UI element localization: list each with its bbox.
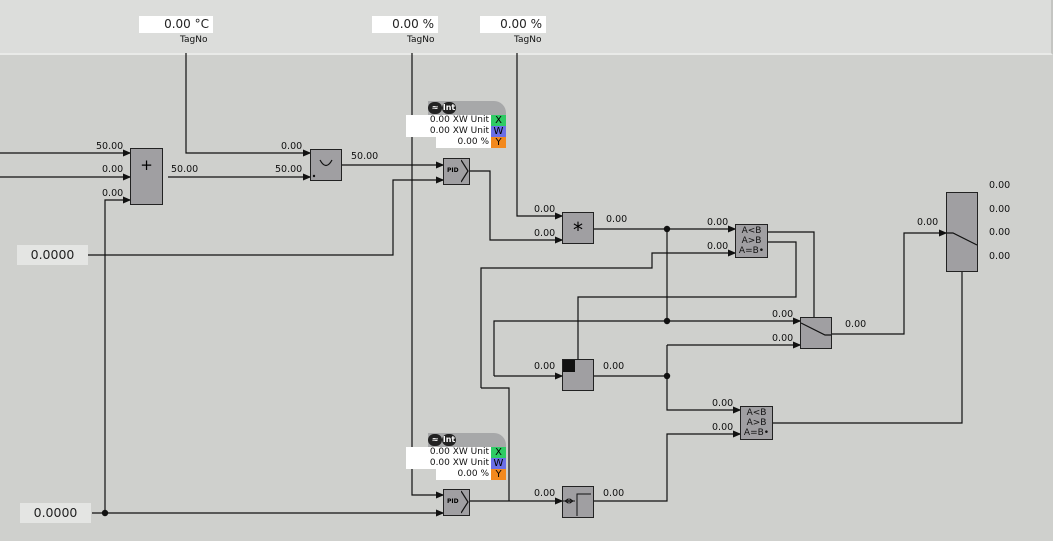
- comparator2-line-eq: A=B•: [743, 428, 770, 438]
- tag-temperature-label: TagNo: [180, 35, 208, 45]
- switch-out-value: 0.00: [845, 319, 867, 330]
- multiplexer-out4-value: 0.00: [989, 251, 1011, 262]
- comparator1-in1-value: 0.00: [707, 217, 729, 228]
- adder-block[interactable]: +: [130, 148, 163, 205]
- junction-dot: [663, 317, 671, 325]
- multiplexer-out1-value: 0.00: [989, 180, 1011, 191]
- switch-block[interactable]: [800, 317, 832, 349]
- asterisk-icon: *: [573, 218, 583, 242]
- multiplier-out-value: 0.00: [606, 214, 628, 225]
- hold-in-value: 0.00: [534, 361, 556, 372]
- switch-in1-value: 0.00: [772, 309, 794, 320]
- pid1-y-value: 0.00 %: [436, 137, 491, 148]
- wire: [768, 231, 815, 318]
- wire: [577, 241, 797, 360]
- pid2-faceplate[interactable]: ≈ Int 0.00 XW Unit X 0.00 XW Unit W 0.00…: [406, 433, 506, 481]
- junction-dot: [663, 372, 671, 380]
- wire: [493, 317, 802, 376]
- wire: [832, 229, 948, 335]
- constant-input-2[interactable]: 0.0000: [20, 503, 91, 523]
- wire: [594, 430, 742, 502]
- multiplier-block[interactable]: *: [562, 212, 594, 244]
- pid2-y-tag: Y: [491, 469, 506, 480]
- comparator1-in2-value: 0.00: [707, 241, 729, 252]
- pid2-w-tag: W: [491, 458, 506, 469]
- junction-dot: [663, 225, 671, 233]
- wire: [104, 196, 132, 513]
- selector-in1-value: 0.00: [281, 141, 303, 152]
- wire: [666, 345, 742, 414]
- multiplexer-out3-value: 0.00: [989, 227, 1011, 238]
- adder-out-value: 50.00: [171, 164, 199, 175]
- wire: [480, 249, 737, 388]
- hold-indicator-icon: [563, 360, 575, 372]
- tag-percent-1-label: TagNo: [407, 35, 435, 45]
- selector-in2-value: 50.00: [275, 164, 303, 175]
- step-in-value: 0.00: [534, 488, 556, 499]
- multiplexer-switch-icon: [947, 232, 978, 246]
- int-mode-icon[interactable]: Int: [442, 434, 456, 446]
- tag-percent-1-value[interactable]: 0.00 %: [372, 16, 438, 33]
- pid2-x-value: 0.00 XW Unit: [406, 447, 491, 458]
- wire: [411, 53, 445, 499]
- pid1-w-value: 0.00 XW Unit: [406, 126, 491, 137]
- pid2-x-tag: X: [491, 447, 506, 458]
- hold-out-value: 0.00: [603, 361, 625, 372]
- step-out-value: 0.00: [603, 488, 625, 499]
- hand-icon[interactable]: ≈: [428, 434, 442, 446]
- pid1-y-tag: Y: [491, 137, 506, 148]
- int-mode-icon[interactable]: Int: [442, 102, 456, 114]
- adder-in3-value: 0.00: [102, 188, 124, 199]
- comparator1-line-gt: A>B: [741, 236, 762, 246]
- switch-icon: [800, 322, 831, 336]
- tag-percent-2-label: TagNo: [514, 35, 542, 45]
- pid-arrow-icon: [461, 490, 469, 514]
- pid1-faceplate[interactable]: ≈ Int 0.00 XW Unit X 0.00 XW Unit W 0.00…: [406, 101, 506, 149]
- step-block[interactable]: [562, 486, 594, 518]
- pid1-label: PID: [447, 167, 459, 174]
- wire: [516, 53, 564, 220]
- multiplier-in1-value: 0.00: [534, 204, 556, 215]
- selector-block[interactable]: [310, 149, 342, 181]
- comparator2-in2-value: 0.00: [712, 422, 734, 433]
- adder-in2-value: 0.00: [102, 164, 124, 175]
- wire: [773, 271, 963, 424]
- pid1-block[interactable]: PID: [443, 158, 470, 185]
- pid2-label: PID: [447, 498, 459, 505]
- multiplexer-block[interactable]: [946, 192, 978, 272]
- multiplexer-in-value: 0.00: [917, 217, 939, 228]
- multiplier-in2-value: 0.00: [534, 228, 556, 239]
- hand-icon[interactable]: ≈: [428, 102, 442, 114]
- comparator2-block[interactable]: A<B A>B A=B•: [740, 406, 773, 440]
- comparator1-line-eq: A=B•: [738, 246, 765, 256]
- pid1-x-value: 0.00 XW Unit: [406, 115, 491, 126]
- wire: [185, 53, 312, 157]
- wire: [88, 176, 445, 256]
- pid-arrow-icon: [461, 159, 469, 183]
- comparator2-line-lt: A<B: [746, 408, 767, 418]
- pid2-block[interactable]: PID: [443, 489, 470, 516]
- pid1-x-tag: X: [491, 115, 506, 126]
- curve-icon: [312, 159, 333, 178]
- multiplexer-out2-value: 0.00: [989, 204, 1011, 215]
- switch-in2-value: 0.00: [772, 333, 794, 344]
- tag-temperature-value[interactable]: 0.00 °C: [139, 16, 213, 33]
- pid1-w-tag: W: [491, 126, 506, 137]
- constant-input-1[interactable]: 0.0000: [17, 245, 88, 265]
- hold-block[interactable]: [562, 359, 594, 391]
- adder-in1-value: 50.00: [96, 141, 124, 152]
- step-icon: [563, 493, 591, 516]
- comparator1-line-lt: A<B: [741, 226, 762, 236]
- wire: [481, 387, 510, 501]
- wire: [470, 170, 564, 244]
- pid2-w-value: 0.00 XW Unit: [406, 458, 491, 469]
- tag-percent-2-value[interactable]: 0.00 %: [480, 16, 546, 33]
- comparator2-line-gt: A>B: [746, 418, 767, 428]
- pid2-y-value: 0.00 %: [436, 469, 491, 480]
- comparator1-block[interactable]: A<B A>B A=B•: [735, 224, 768, 258]
- selector-out-value: 50.00: [351, 151, 379, 162]
- junction-dot: [101, 509, 109, 517]
- comparator2-in1-value: 0.00: [712, 398, 734, 409]
- plus-icon: +: [140, 156, 153, 174]
